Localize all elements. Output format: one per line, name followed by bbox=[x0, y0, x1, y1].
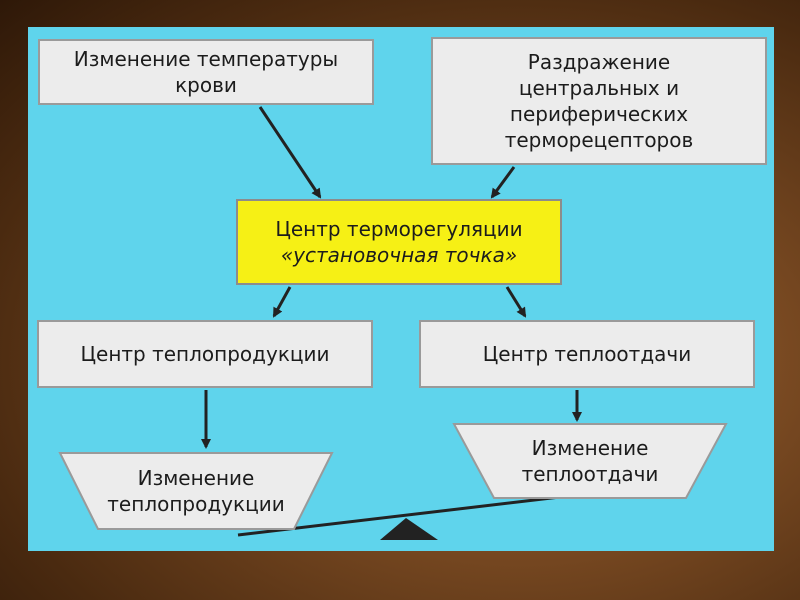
arrow-center-to-heat-production bbox=[272, 286, 292, 318]
heat-production-center-box: Центр теплопродукции bbox=[37, 320, 373, 388]
heat-transfer-center-text: Центр теплоотдачи bbox=[482, 342, 692, 366]
diagram-slide: Изменение температуры крови Раздражение … bbox=[28, 27, 774, 551]
receptors-box: Раздражение центральных и периферических… bbox=[431, 37, 767, 165]
heat-production-change-trapezoid: Изменение теплопродукции bbox=[58, 451, 334, 531]
thermoregulation-center-title: Центр терморегуляции bbox=[275, 217, 523, 241]
thermoregulation-center-box: Центр терморегуляции «установочная точка… bbox=[236, 199, 562, 285]
arrow-center-to-heat-transfer bbox=[505, 286, 527, 318]
set-point-label: «установочная точка» bbox=[280, 243, 518, 267]
heat-transfer-change-trapezoid: Изменение теплоотдачи bbox=[452, 422, 728, 500]
heat-transfer-change-text: Изменение теплоотдачи bbox=[521, 436, 659, 486]
balance-fulcrum bbox=[380, 518, 438, 540]
receptors-text: Раздражение центральных и периферических… bbox=[504, 50, 694, 152]
arrow-blood-to-center bbox=[258, 106, 322, 199]
blood-temp-change-box: Изменение температуры крови bbox=[38, 39, 374, 105]
heat-production-change-text: Изменение теплопродукции bbox=[107, 466, 285, 516]
heat-production-center-text: Центр теплопродукции bbox=[80, 342, 330, 366]
arrow-receptors-to-center bbox=[490, 166, 516, 199]
heat-transfer-center-box: Центр теплоотдачи bbox=[419, 320, 755, 388]
blood-temp-change-text: Изменение температуры крови bbox=[73, 47, 339, 97]
